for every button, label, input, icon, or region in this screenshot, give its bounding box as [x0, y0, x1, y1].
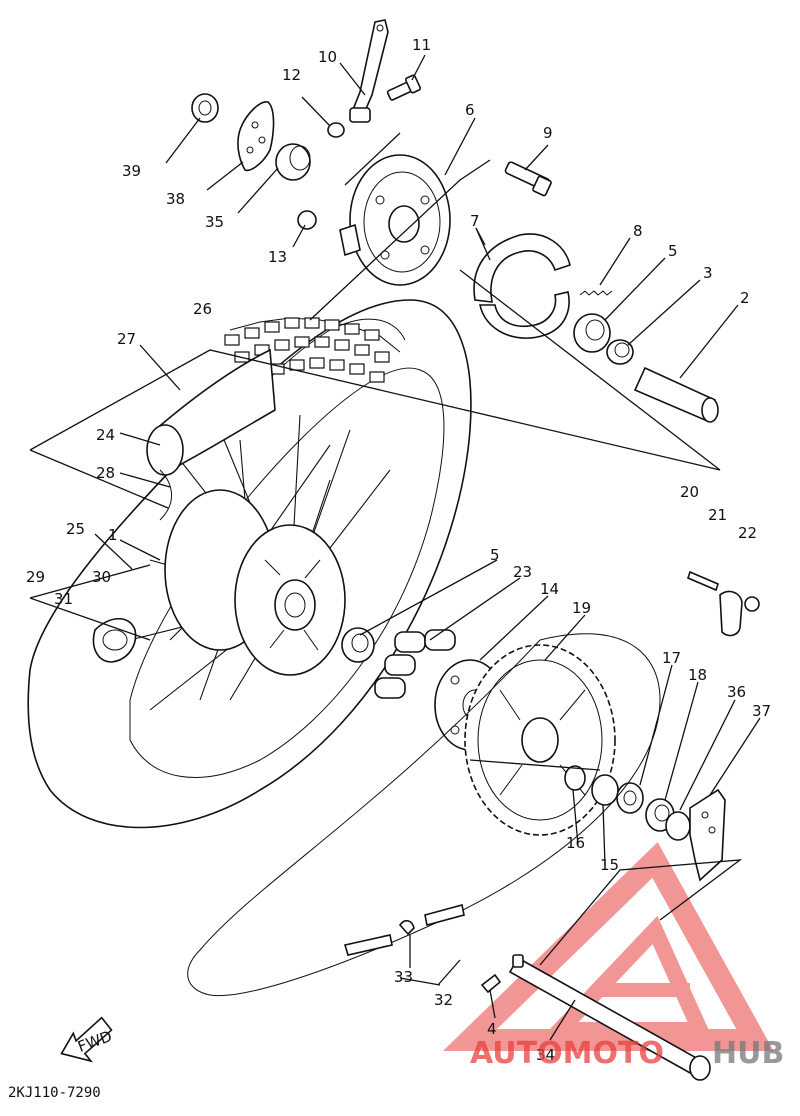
label-23: 23 — [513, 563, 532, 581]
brake-camshaft — [504, 161, 552, 197]
label-32: 32 — [434, 991, 453, 1009]
collar-36 — [665, 811, 691, 841]
label-38: 38 — [166, 190, 185, 208]
leader-lines — [29, 54, 761, 1041]
label-2: 2 — [740, 289, 750, 307]
label-3: 3 — [703, 264, 713, 282]
label-14: 14 — [540, 580, 559, 598]
label-24: 24 — [96, 426, 115, 444]
watermark-text-b: HUB — [712, 1036, 784, 1071]
label-9: 9 — [543, 124, 553, 142]
label-21: 21 — [708, 506, 727, 524]
label-7: 7 — [470, 212, 480, 230]
bearing-lower — [341, 627, 375, 663]
bearing-upper — [573, 313, 611, 353]
spacer-tube — [633, 366, 719, 423]
label-8: 8 — [633, 222, 643, 240]
chain-joint — [687, 570, 760, 637]
rear-axle — [508, 954, 711, 1081]
label-5-upper: 5 — [668, 242, 678, 260]
brake-spring — [579, 290, 613, 296]
rim-band — [92, 617, 137, 663]
collar — [275, 143, 311, 181]
label-1: 1 — [108, 526, 118, 544]
inner-tube — [146, 348, 276, 476]
diagram-code: 2KJ110-7290 — [8, 1085, 101, 1101]
label-34: 34 — [536, 1046, 555, 1064]
oil-seal — [591, 774, 644, 814]
chain-link-set — [343, 904, 465, 956]
label-20: 20 — [680, 483, 699, 501]
label-26: 26 — [193, 300, 212, 318]
brake-fitting — [297, 210, 317, 230]
label-25: 25 — [66, 520, 85, 538]
watermark-text: AUTOMOTO HUB — [470, 1036, 784, 1071]
bolt — [386, 74, 422, 101]
label-22: 22 — [738, 524, 757, 542]
label-39: 39 — [122, 162, 141, 180]
label-13: 13 — [268, 248, 287, 266]
brake-shoe-plate — [339, 154, 451, 286]
watermark-text-a: AUTOMOTO — [470, 1036, 664, 1071]
brake-shoes — [473, 233, 571, 339]
label-15: 15 — [600, 856, 619, 874]
drive-plate — [237, 101, 275, 172]
chain-clip — [480, 973, 502, 994]
drive-gear — [191, 93, 219, 123]
label-17: 17 — [662, 649, 681, 667]
label-12: 12 — [282, 66, 301, 84]
fwd-label: FWD — [75, 1027, 114, 1056]
label-11: 11 — [412, 36, 431, 54]
label-5-lower: 5 — [490, 546, 500, 564]
spacer — [606, 339, 634, 365]
label-36: 36 — [727, 683, 746, 701]
label-30: 30 — [92, 568, 111, 586]
label-27: 27 — [117, 330, 136, 348]
label-10: 10 — [318, 48, 337, 66]
wheel-hub — [164, 489, 346, 676]
label-28: 28 — [96, 464, 115, 482]
label-37: 37 — [752, 702, 771, 720]
label-19: 19 — [572, 599, 591, 617]
label-31: 31 — [54, 590, 73, 608]
hub-damper — [374, 629, 456, 699]
drive-chain — [159, 469, 661, 997]
label-16: 16 — [566, 834, 585, 852]
label-35: 35 — [205, 213, 224, 231]
chain-adjuster — [689, 788, 726, 882]
label-6: 6 — [465, 101, 475, 119]
fwd-arrow: FWD — [60, 1016, 114, 1063]
nut — [327, 122, 345, 138]
label-4: 4 — [487, 1020, 497, 1038]
label-18: 18 — [688, 666, 707, 684]
label-29: 29 — [26, 568, 45, 586]
part-labels: 39 38 35 12 10 11 6 9 13 7 8 5 3 2 26 27… — [26, 36, 771, 1064]
sleeve — [564, 765, 586, 791]
camshaft-lever — [349, 19, 389, 123]
rear-sprocket — [464, 644, 616, 836]
label-33: 33 — [394, 968, 413, 986]
